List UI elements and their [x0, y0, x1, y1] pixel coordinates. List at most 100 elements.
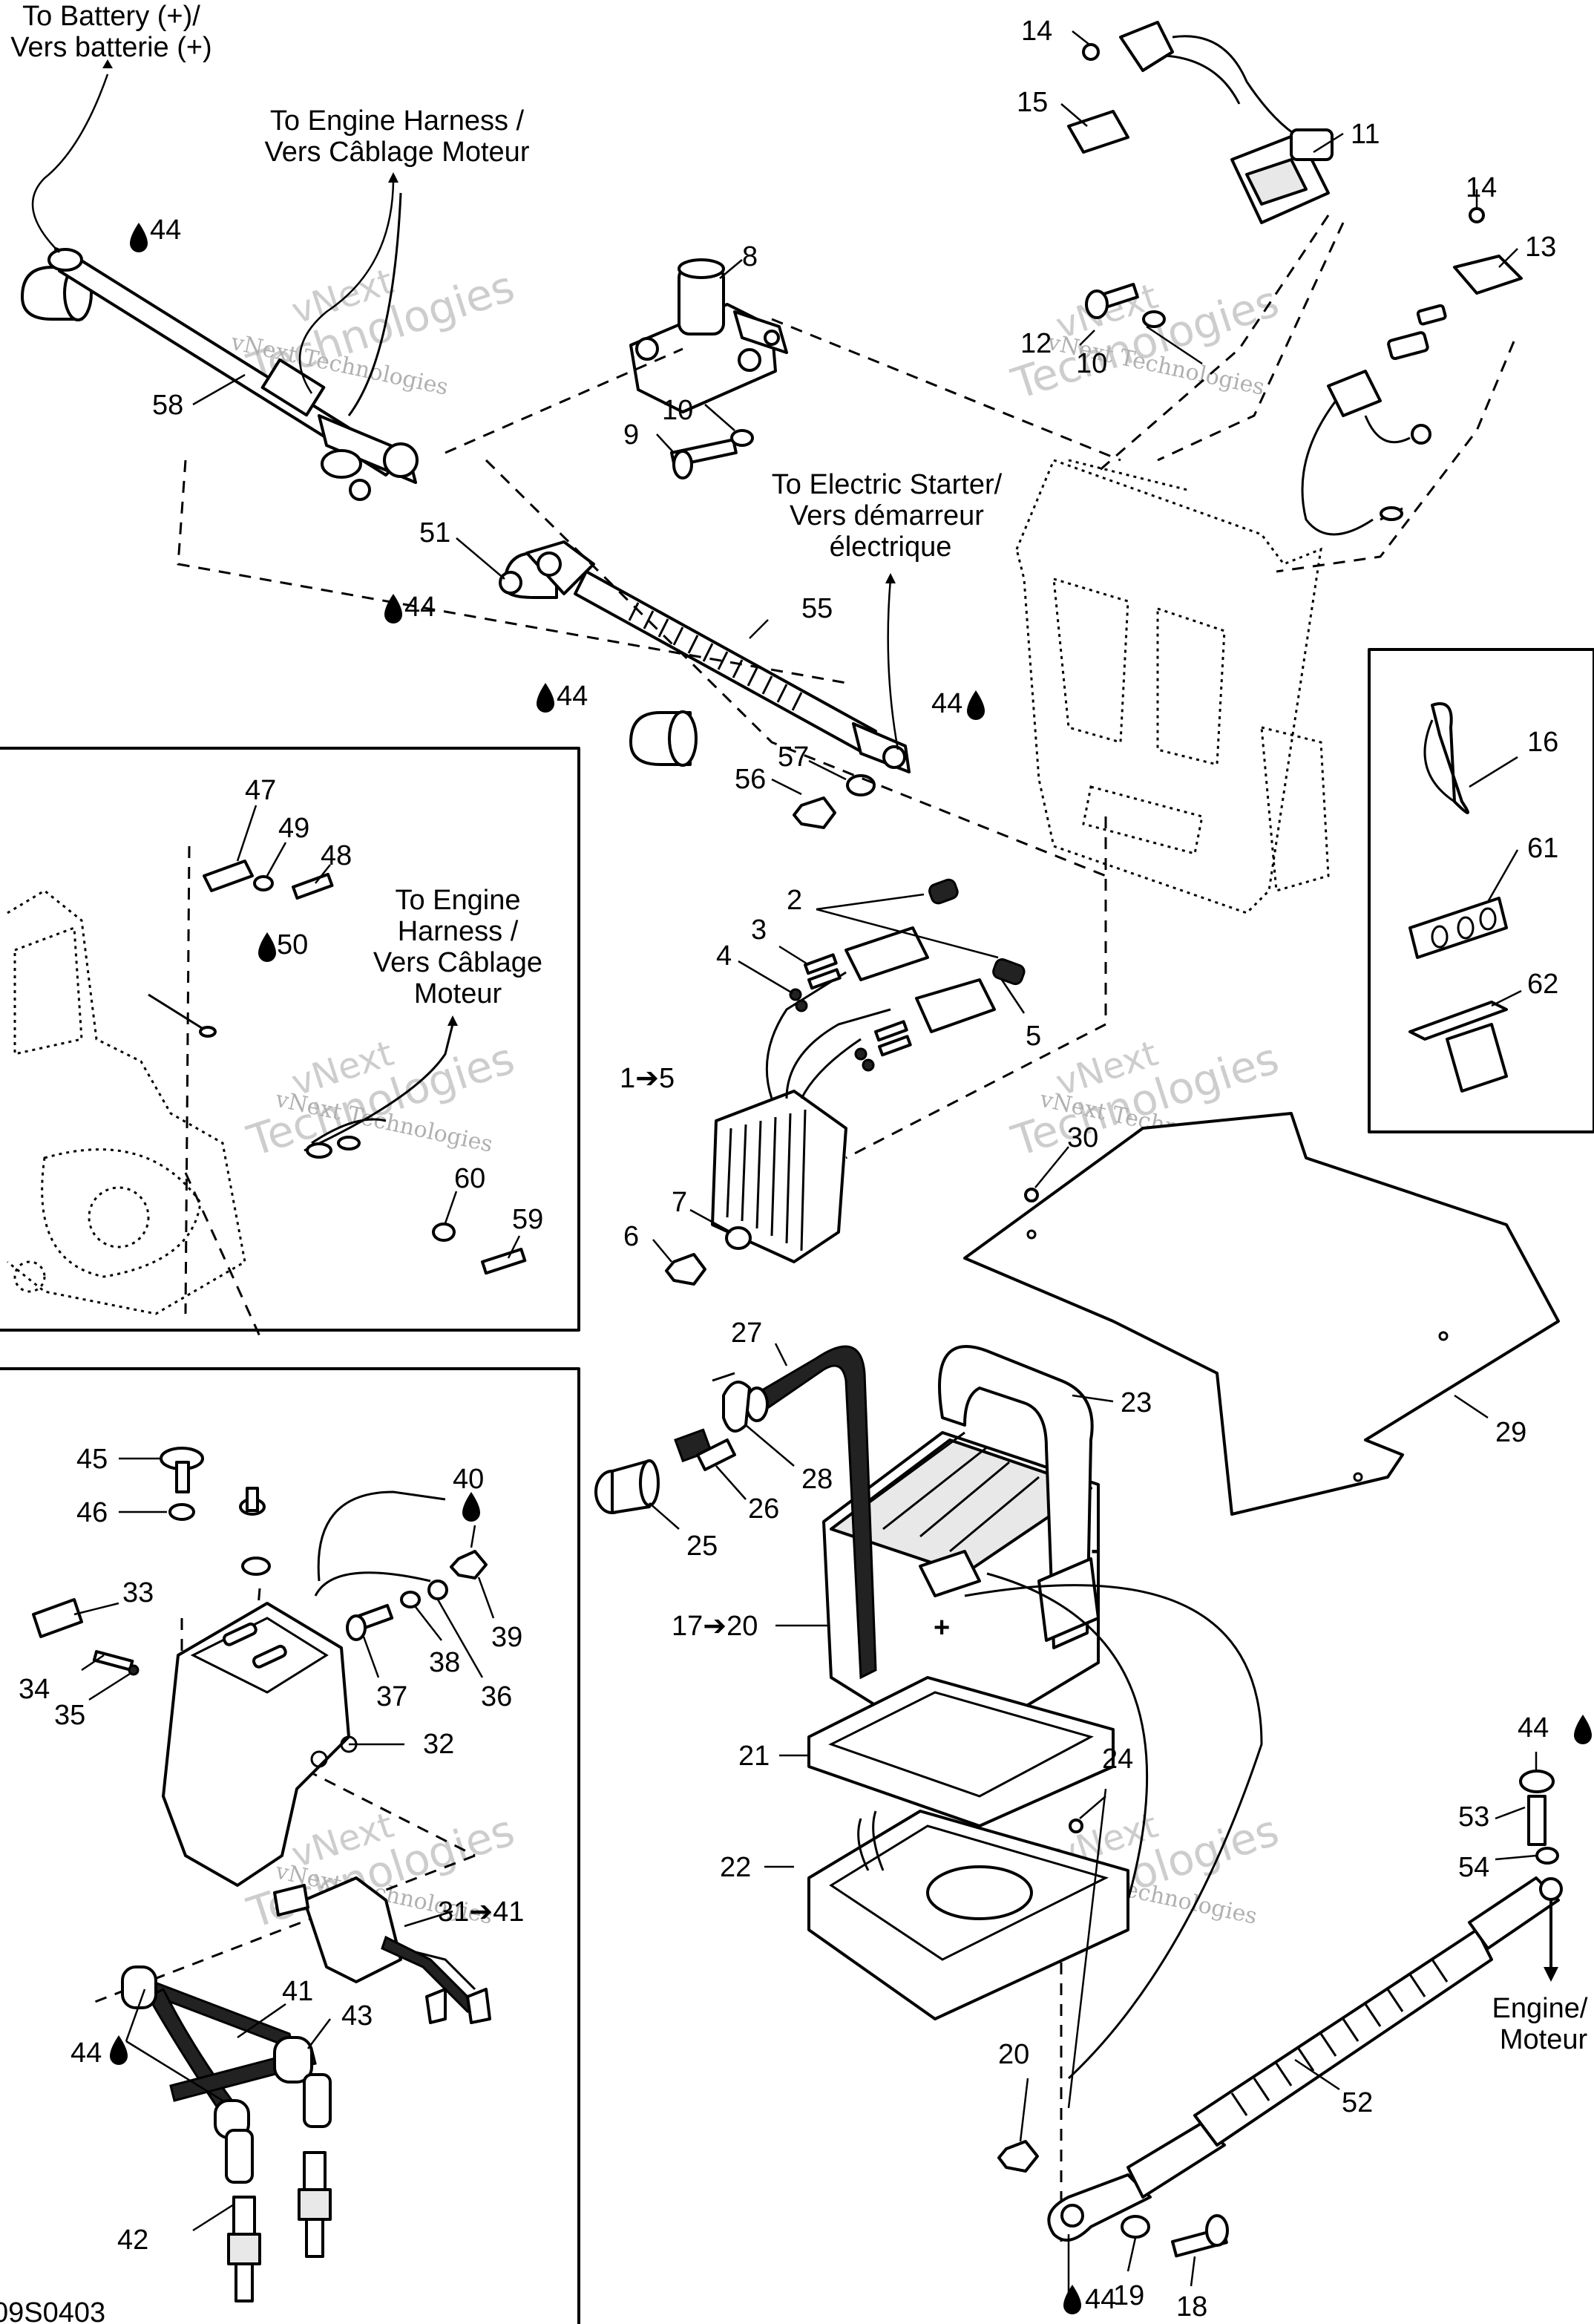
- voltage-regulator-1: [711, 971, 891, 1263]
- connector-2: [844, 878, 1026, 1033]
- part-label-18: 18: [1176, 2291, 1207, 2323]
- nut-39: [450, 1550, 488, 1580]
- washer-10: [730, 429, 754, 447]
- part-label-44: 44: [931, 688, 962, 719]
- part-label-39: 39: [491, 1622, 522, 1653]
- part-label-3: 3: [751, 914, 767, 946]
- part-label-48: 48: [321, 840, 352, 871]
- positive-symbol: +: [934, 1612, 950, 1643]
- part-label-56: 56: [735, 764, 766, 795]
- part-label-47: 47: [245, 775, 276, 806]
- washer-38: [400, 1591, 421, 1608]
- bolt-59: [481, 1248, 527, 1275]
- screw-14: [1469, 207, 1485, 223]
- svg-text:électrique: électrique: [830, 531, 952, 563]
- drop-icon: [258, 932, 276, 962]
- bolt-45: [160, 1447, 204, 1493]
- svg-text:Vers batterie (+): Vers batterie (+): [10, 32, 211, 63]
- part-label-36: 36: [481, 1681, 512, 1712]
- part-label-58: 58: [152, 390, 183, 421]
- connector-33: [32, 1598, 83, 1638]
- clip-62: [1408, 1001, 1508, 1093]
- battery-terminal-positive: [919, 1550, 981, 1597]
- washer-46: [168, 1503, 195, 1521]
- ignition-coil-31: [273, 1876, 491, 2024]
- part-label-14: 14: [1466, 172, 1497, 203]
- part-label-51: 51: [419, 517, 450, 549]
- inset-frame-engine: [0, 747, 580, 1332]
- note-to-engine-harness-left: To Engine Harness / Vers Câblage Moteur: [373, 885, 542, 1026]
- part-label-42: 42: [117, 2225, 148, 2256]
- part-label-11: 11: [1351, 119, 1380, 150]
- part-label-29: 29: [1495, 1417, 1526, 1448]
- drop-icon: [1574, 1715, 1592, 1744]
- washer-19: [1121, 2215, 1150, 2239]
- drop-icon: [462, 1492, 480, 1522]
- part-label-44: 44: [1518, 1712, 1549, 1744]
- part-label-28: 28: [801, 1464, 833, 1495]
- ground-cable-52: [1047, 1876, 1563, 2242]
- part-label-55: 55: [801, 593, 833, 624]
- leader-lines: [73, 30, 1538, 2294]
- note-to-electric-starter: To Electric Starter/ Vers démarreur élec…: [772, 469, 1003, 750]
- negative-symbol: -: [1091, 1534, 1101, 1565]
- terminals-3: [804, 953, 912, 1057]
- screw-30: [1024, 1188, 1039, 1202]
- part-label-15: 15: [1017, 87, 1048, 118]
- nut-20: [997, 2140, 1039, 2173]
- part-label-19: 19: [1113, 2280, 1144, 2311]
- part-label-6: 6: [623, 1221, 639, 1252]
- battery-cable-58: [21, 192, 419, 501]
- nut: [499, 571, 522, 595]
- part-label-53: 53: [1458, 1801, 1489, 1833]
- drop-icon: [1063, 2285, 1081, 2314]
- part-label-12: 12: [1020, 328, 1052, 359]
- note-to-battery: To Battery (+)/ Vers batterie (+): [10, 1, 212, 253]
- part-label-5: 5: [1026, 1021, 1041, 1052]
- part-label-7: 7: [672, 1187, 687, 1218]
- part-label-26: 26: [748, 1493, 779, 1525]
- screw-24: [1069, 1819, 1083, 1833]
- nut-6: [665, 1253, 706, 1286]
- ignition-module-11: [1067, 21, 1334, 224]
- part-label-44: 44: [1085, 2284, 1116, 2315]
- bolt-48: [292, 872, 334, 900]
- battery-box-21: [807, 1676, 1115, 1827]
- part-label-8: 8: [742, 241, 758, 272]
- part-label-61: 61: [1527, 833, 1558, 864]
- part-label-49: 49: [278, 813, 309, 844]
- nut-51: [349, 479, 371, 501]
- battery-strap-23: [938, 1345, 1100, 1649]
- part-label-60: 60: [454, 1163, 485, 1194]
- ground-wire: [986, 1572, 1149, 1901]
- clamp-28: [712, 1372, 751, 1433]
- part-label-25: 25: [686, 1531, 718, 1562]
- washer-57: [846, 774, 876, 796]
- part-labels: 14 15 11 14 13 8 12 10 10 9 44 58 51 44 …: [19, 16, 1558, 2323]
- svg-text:To Engine: To Engine: [395, 885, 520, 916]
- seals-4: [789, 988, 875, 1072]
- part-label-62: 62: [1527, 969, 1558, 1000]
- part-label-44: 44: [150, 215, 181, 246]
- seal-35: [128, 1664, 140, 1676]
- svg-text:Vers démarreur: Vers démarreur: [790, 500, 984, 531]
- part-label-40: 40: [453, 1464, 484, 1495]
- ground-wire: [964, 1584, 1263, 2080]
- svg-text:Vers Câblage: Vers Câblage: [373, 947, 542, 978]
- svg-text:Harness /: Harness /: [398, 916, 519, 947]
- assembly-lines: [88, 215, 1515, 2242]
- vent-plug-25: [594, 1459, 660, 1514]
- part-label-1-to-5: 1➔5: [620, 1063, 675, 1094]
- washer-49: [253, 875, 274, 891]
- part-label-37: 37: [376, 1681, 407, 1712]
- part-label-30: 30: [1067, 1122, 1098, 1153]
- starter-solenoid-8: [629, 258, 788, 413]
- part-label-2: 2: [787, 885, 802, 916]
- drop-icon: [537, 683, 554, 713]
- part-label-35: 35: [54, 1700, 85, 1731]
- mounting-plate: [1015, 459, 1330, 914]
- bolt-53: [1519, 1770, 1555, 1846]
- washer-10: [1142, 310, 1166, 328]
- bolt-9: [670, 438, 738, 479]
- bolt-37: [346, 1603, 394, 1641]
